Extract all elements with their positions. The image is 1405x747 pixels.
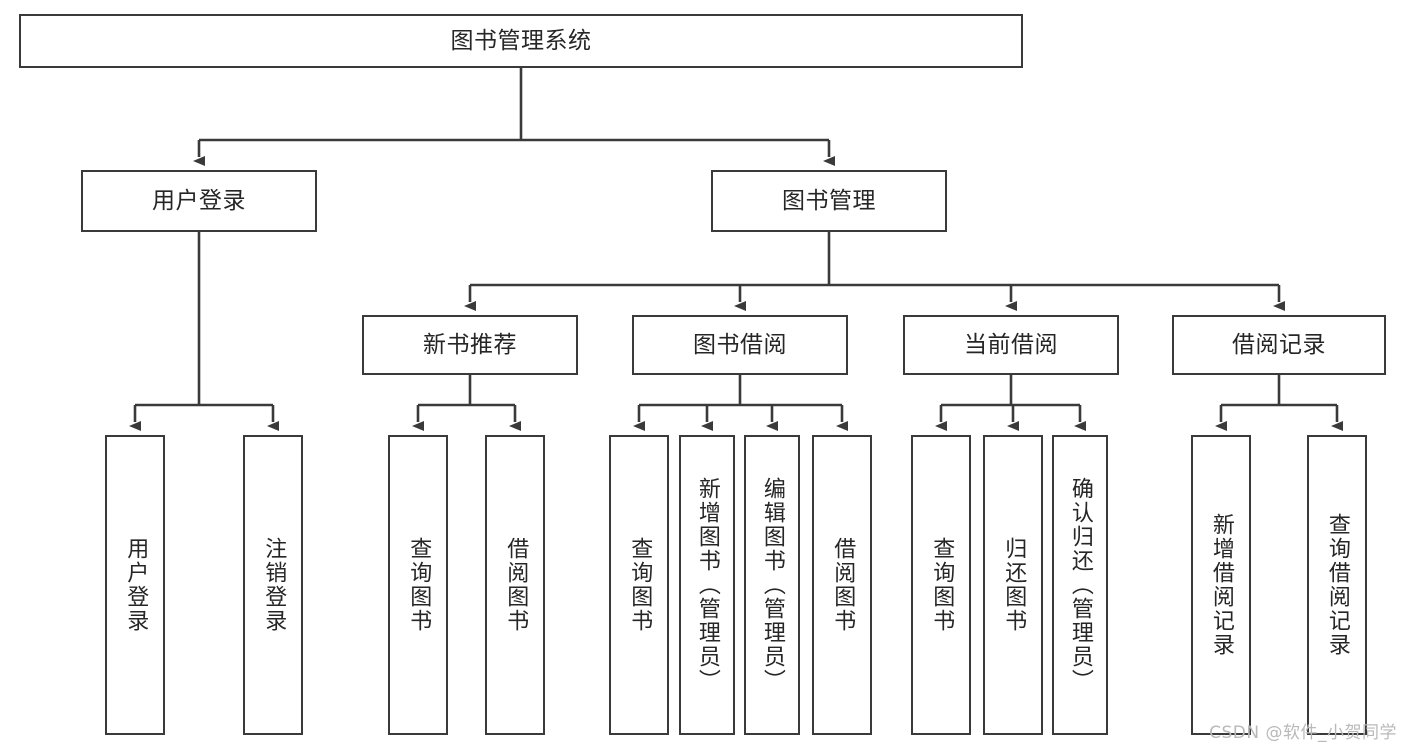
leaf-borrow-book-2[interactable]: 借阅图书 bbox=[812, 435, 872, 735]
leaf-add-record-label: 新增借阅记录 bbox=[1208, 513, 1234, 657]
node-borrow-record[interactable]: 借阅记录 bbox=[1172, 315, 1386, 375]
leaf-borrow-book-1-label: 借阅图书 bbox=[503, 537, 529, 633]
leaf-add-book-label: 新增图书（管理员） bbox=[694, 477, 720, 693]
leaf-add-record[interactable]: 新增借阅记录 bbox=[1191, 435, 1251, 735]
leaf-query-book-3-label: 查询图书 bbox=[929, 537, 955, 633]
leaf-user-logout-label: 注销登录 bbox=[261, 537, 287, 633]
connector-bus bbox=[135, 232, 273, 407]
leaf-user-login[interactable]: 用户登录 bbox=[105, 435, 165, 735]
node-borrow-record-label: 借阅记录 bbox=[1232, 331, 1326, 358]
leaf-query-book-1-label: 查询图书 bbox=[406, 537, 432, 633]
leaf-query-book-1[interactable]: 查询图书 bbox=[388, 435, 448, 735]
csdn-watermark: CSDN @软件_小贺同学 bbox=[1209, 723, 1397, 743]
node-new-book-rec-label: 新书推荐 bbox=[423, 331, 517, 358]
leaf-query-record-label: 查询借阅记录 bbox=[1324, 513, 1350, 657]
connector-bus bbox=[470, 232, 1279, 287]
leaf-query-book-2-label: 查询图书 bbox=[627, 537, 653, 633]
node-root-label: 图书管理系统 bbox=[450, 27, 592, 54]
leaf-user-login-label: 用户登录 bbox=[123, 537, 149, 633]
leaf-user-logout[interactable]: 注销登录 bbox=[243, 435, 303, 735]
leaf-borrow-book-2-label: 借阅图书 bbox=[830, 537, 856, 633]
leaf-query-record[interactable]: 查询借阅记录 bbox=[1307, 435, 1367, 735]
leaf-confirm-return-label: 确认归还（管理员） bbox=[1067, 477, 1093, 693]
leaf-return-book-label: 归还图书 bbox=[1001, 537, 1027, 633]
connector-bus bbox=[199, 68, 829, 142]
leaf-borrow-book-1[interactable]: 借阅图书 bbox=[485, 435, 545, 735]
connector-bus bbox=[941, 375, 1080, 407]
leaf-add-book[interactable]: 新增图书（管理员） bbox=[679, 435, 735, 735]
connector-bus bbox=[639, 375, 842, 407]
node-book-manage[interactable]: 图书管理 bbox=[711, 170, 947, 232]
leaf-return-book[interactable]: 归还图书 bbox=[983, 435, 1043, 735]
leaf-query-book-2[interactable]: 查询图书 bbox=[609, 435, 669, 735]
leaf-query-book-3[interactable]: 查询图书 bbox=[911, 435, 971, 735]
node-book-borrow-label: 图书借阅 bbox=[693, 331, 787, 358]
connector-bus bbox=[1221, 375, 1337, 407]
leaf-confirm-return[interactable]: 确认归还（管理员） bbox=[1052, 435, 1108, 735]
node-user-login-label: 用户登录 bbox=[152, 187, 246, 214]
node-book-borrow[interactable]: 图书借阅 bbox=[632, 315, 848, 375]
leaf-edit-book-label: 编辑图书（管理员） bbox=[759, 477, 785, 693]
node-current-borrow-label: 当前借阅 bbox=[964, 331, 1058, 358]
node-book-manage-label: 图书管理 bbox=[782, 187, 876, 214]
node-new-book-rec[interactable]: 新书推荐 bbox=[362, 315, 578, 375]
connector-bus bbox=[418, 375, 515, 407]
node-current-borrow[interactable]: 当前借阅 bbox=[903, 315, 1119, 375]
node-root[interactable]: 图书管理系统 bbox=[19, 14, 1023, 68]
leaf-edit-book[interactable]: 编辑图书（管理员） bbox=[744, 435, 800, 735]
node-user-login[interactable]: 用户登录 bbox=[81, 170, 317, 232]
